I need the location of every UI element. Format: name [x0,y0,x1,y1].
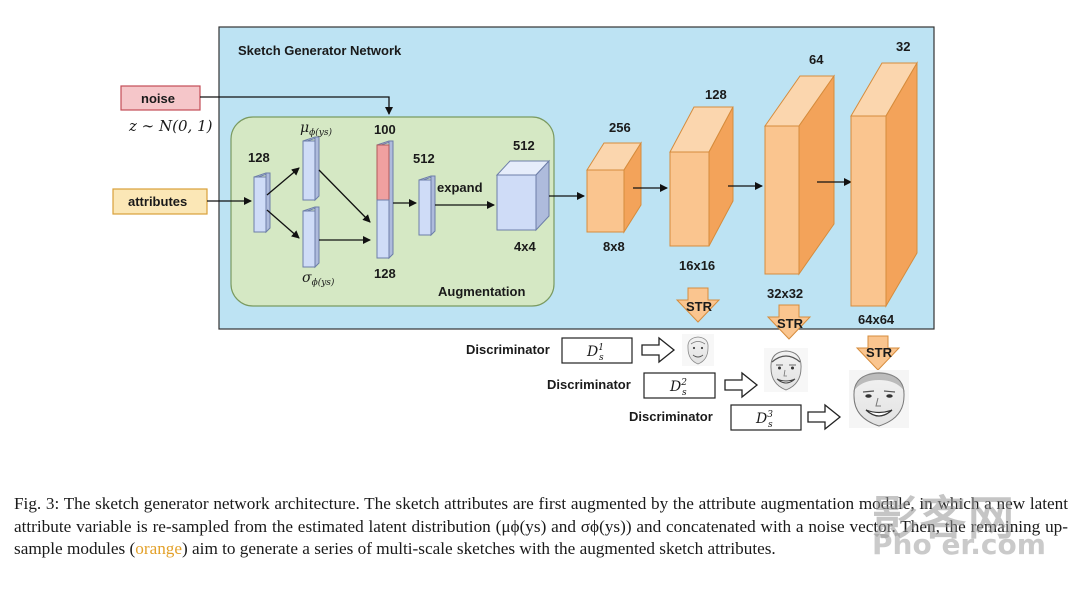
noise-distribution: z ∼ N(0, 1) [128,117,213,135]
noise-arrow [200,96,393,115]
svg-text:D1s: D1s [586,343,604,363]
fc-512-bar [418,175,436,237]
str-arrow-2: STR [766,304,812,340]
concat-dim-label: 128 [374,266,396,281]
upsample-block-256 [586,141,642,234]
noise-label: noise [141,91,175,106]
fc-512-label: 512 [413,151,435,166]
caption-orange-word: orange [135,539,183,558]
fc-128-label: 128 [248,150,270,165]
sigma-bar [302,206,320,269]
caption-text-2: ) aim to generate a series of multi-scal… [182,539,776,558]
up2-channels-label: 128 [705,87,727,102]
attributes-label: attributes [128,194,187,209]
sketch-image-64x64 [849,370,909,428]
svg-text:STR: STR [866,345,893,360]
svg-text:STR: STR [777,316,804,331]
upsample-block-128 [669,106,734,247]
expand-label: expand [437,180,483,195]
up2-size-label: 16x16 [679,258,715,273]
up1-channels-label: 256 [609,120,631,135]
watermark-logo: 影客网 [872,491,1016,545]
sketch-image-32x32 [764,348,808,392]
augmentation-label: Augmentation [438,284,525,299]
hollow-arrow-2 [724,371,759,399]
noise-input-box [120,85,201,111]
concat-attr-segment [376,199,390,259]
mu-label: μϕ(ys) [300,120,332,138]
str-arrow-3: STR [855,335,901,371]
discriminator-box-3 [730,404,802,431]
svg-text:D3s: D3s [755,410,773,430]
discriminator-label-1: Discriminator [466,342,550,357]
fc-128-bar [253,172,271,234]
watermark-url: Pho er.com [872,528,1046,561]
cube-4x4 [495,159,551,232]
caption-text-1: Fig. 3: The sketch generator network arc… [14,494,1068,558]
hollow-arrow-1 [641,336,676,364]
up3-channels-label: 64 [809,52,824,67]
str-arrow-1: STR [675,287,721,323]
mu-bar [302,136,320,202]
arrow-to-sigma [266,209,300,239]
svg-text:STR: STR [686,299,713,314]
arrow-mu-to-concat [318,169,371,223]
cube-channels-label: 512 [513,138,535,153]
up1-size-label: 8x8 [603,239,625,254]
hollow-arrow-3 [807,403,842,431]
discriminator-label-2: Discriminator [547,377,631,392]
arrow-to-mu [266,167,300,196]
concat-bar [376,140,394,260]
discriminator-label-3: Discriminator [629,409,713,424]
upsample-block-64 [764,74,835,276]
cube-size-label: 4x4 [514,239,536,254]
sigma-label: σϕ(ys) [302,270,335,288]
panel-title: Sketch Generator Network [238,43,402,58]
noise-dim-label: 100 [374,122,396,137]
upsample-block-32 [850,61,918,308]
figure-caption: Fig. 3: The sketch generator network arc… [14,493,1068,561]
discriminator-box-1 [561,337,633,364]
up4-size-label: 64x64 [858,312,895,327]
up3-size-label: 32x32 [767,286,803,301]
sketch-image-16x16 [682,334,714,366]
up4-channels-label: 32 [896,39,910,54]
concat-noise-segment [376,144,390,201]
discriminator-box-2 [643,372,716,399]
svg-text:D2s: D2s [669,378,687,398]
